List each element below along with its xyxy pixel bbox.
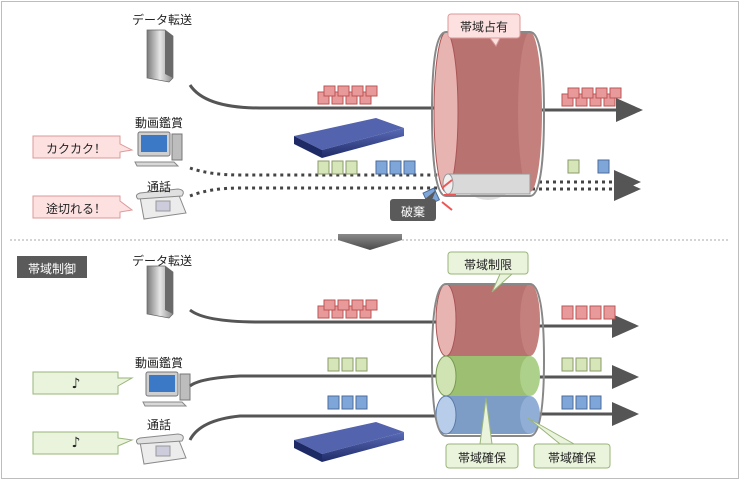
device-label-call-top: 通話 (147, 180, 172, 194)
video-packets-bottom (327, 357, 602, 372)
device-label-call-bottom: 通話 (147, 418, 172, 432)
callout-limit-text: 帯域制限 (463, 258, 512, 272)
section-label: 帯域制御 (27, 262, 76, 276)
callout-call-bottom (32, 431, 134, 455)
callout-video-top-text: カクカク！ (45, 142, 106, 156)
callout-ensure-video (445, 397, 519, 469)
device-label-data-bottom: データ転送 (132, 254, 193, 268)
device-label-video-bottom: 動画鑑賞 (135, 356, 184, 370)
data-packets-out-top (561, 87, 622, 107)
callout-video-top (32, 135, 134, 159)
data-packets-in-top (317, 85, 378, 105)
callout-limit (447, 251, 529, 293)
data-flow-line (189, 308, 440, 324)
call-flow-line (189, 186, 440, 198)
phone-icon (135, 188, 187, 220)
callout-ensure-call (527, 417, 611, 469)
data-packets-in-bottom (317, 299, 378, 319)
callout-video-bottom-text: ♪ (71, 376, 81, 392)
call-flow-line (188, 414, 440, 441)
callout-pipe-top (447, 13, 521, 47)
pc-icon (134, 131, 183, 167)
router-icon (294, 118, 404, 158)
device-label-data-top: データ転送 (132, 13, 193, 27)
video-flow-line (189, 166, 440, 177)
server-icon (146, 29, 174, 83)
callout-ensure-call-text: 帯域確保 (547, 451, 596, 465)
callout-discard-text: 破棄 (400, 205, 425, 219)
transition-arrow (338, 234, 402, 250)
callout-call-bottom-text: ♪ (71, 435, 81, 451)
data-flow-line (188, 84, 440, 110)
bottom-section (17, 251, 639, 469)
video-packets-top (317, 159, 580, 175)
callout-ensure-video-text: 帯域確保 (457, 451, 506, 465)
section-label-box (17, 256, 87, 278)
pc-icon (142, 371, 191, 407)
router-icon (294, 422, 404, 462)
callout-call-top-text: 途切れる！ (45, 202, 106, 216)
bandwidth-pipe-top (430, 24, 546, 200)
callout-discard (390, 190, 436, 221)
callout-call-top (32, 195, 134, 219)
device-label-video-top: 動画鑑賞 (135, 116, 184, 130)
phone-icon (135, 433, 187, 465)
server-icon (146, 265, 174, 319)
video-flow-line (189, 374, 440, 388)
callout-pipe-text: 帯域占有 (459, 20, 508, 34)
top-section (32, 13, 643, 221)
bandwidth-pipe-bottom (430, 283, 546, 437)
voice-packets-top (375, 159, 610, 175)
data-packets-out-bottom (561, 305, 616, 320)
voice-packets-bottom (327, 395, 602, 410)
callout-video-bottom (32, 371, 134, 395)
